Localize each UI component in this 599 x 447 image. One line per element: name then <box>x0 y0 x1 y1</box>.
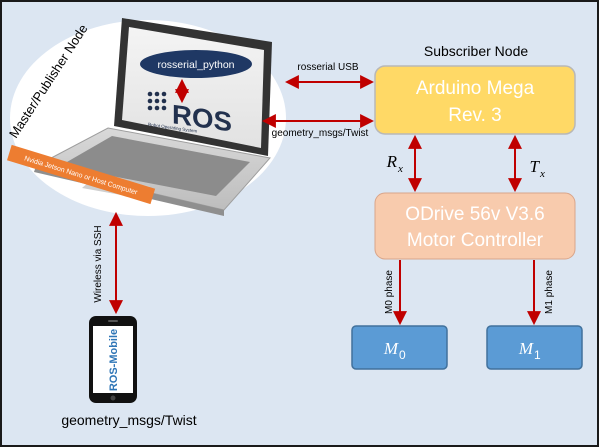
ros-mobile-app-label: ROS-Mobile <box>108 329 120 391</box>
ros-mobile-phone-icon: ROS-Mobile <box>89 316 137 403</box>
arduino-line2: Rev. 3 <box>448 105 502 126</box>
ros-logo-dots-icon <box>147 91 167 111</box>
svg-text:M: M <box>383 339 399 358</box>
twist-serial-label: geometry_msgs/Twist <box>272 128 369 139</box>
link-wireless-ssh: Wireless via SSH <box>93 211 123 315</box>
svg-text:M: M <box>518 339 534 358</box>
ros-logo: ROS Robot Operating System <box>147 91 232 138</box>
rosserial-usb-label: rosserial USB <box>297 62 358 73</box>
motor-m1-subscript: 1 <box>534 348 541 362</box>
rosserial-python-badge <box>140 50 252 78</box>
m1-phase-label: M1 phase <box>544 270 555 314</box>
svg-text:T: T <box>530 157 541 176</box>
odrive-controller-box: ODrive 56v V3.6 Motor Controller <box>374 192 576 260</box>
wireless-ssh-label: Wireless via SSH <box>93 225 104 302</box>
motor-m0-label: M <box>383 339 399 358</box>
odrive-line1: ODrive 56v V3.6 <box>405 204 544 225</box>
rx-label: R <box>386 152 398 171</box>
link-m1-phase: M1 phase <box>527 260 555 326</box>
odrive-line2: Motor Controller <box>407 230 544 251</box>
motor-m0-subscript: 0 <box>399 348 406 362</box>
link-rosserial-usb: rosserial USB <box>284 62 375 89</box>
ros-logo-subtext: Robot Operating System <box>148 122 197 134</box>
motor-m0-box: M 0 <box>351 325 448 370</box>
arduino-line1: Arduino Mega <box>416 78 535 99</box>
motor-m1-label: M <box>518 339 534 358</box>
rosserial-python-label: rosserial_python <box>157 59 234 71</box>
mobile-caption: geometry_msgs/Twist <box>61 412 196 428</box>
link-m0-phase: M0 phase <box>384 260 407 326</box>
master-publisher-node: rosserial_python ROS Robot Operating Sys… <box>6 18 286 216</box>
tx-subscript: x <box>539 168 545 180</box>
link-rx: R x <box>386 134 422 193</box>
svg-text:R: R <box>386 152 398 171</box>
rx-subscript: x <box>397 163 403 175</box>
link-tx: T x <box>508 134 545 193</box>
m0-phase-label: M0 phase <box>384 270 395 314</box>
arduino-mega-box: Arduino Mega Rev. 3 <box>374 65 576 135</box>
subscriber-node-title: Subscriber Node <box>424 43 528 59</box>
tx-label: T <box>530 157 541 176</box>
host-computer-strip <box>7 144 156 205</box>
motor-m1-box: M 1 <box>486 325 583 370</box>
link-twist-serial: geometry_msgs/Twist <box>261 114 375 139</box>
